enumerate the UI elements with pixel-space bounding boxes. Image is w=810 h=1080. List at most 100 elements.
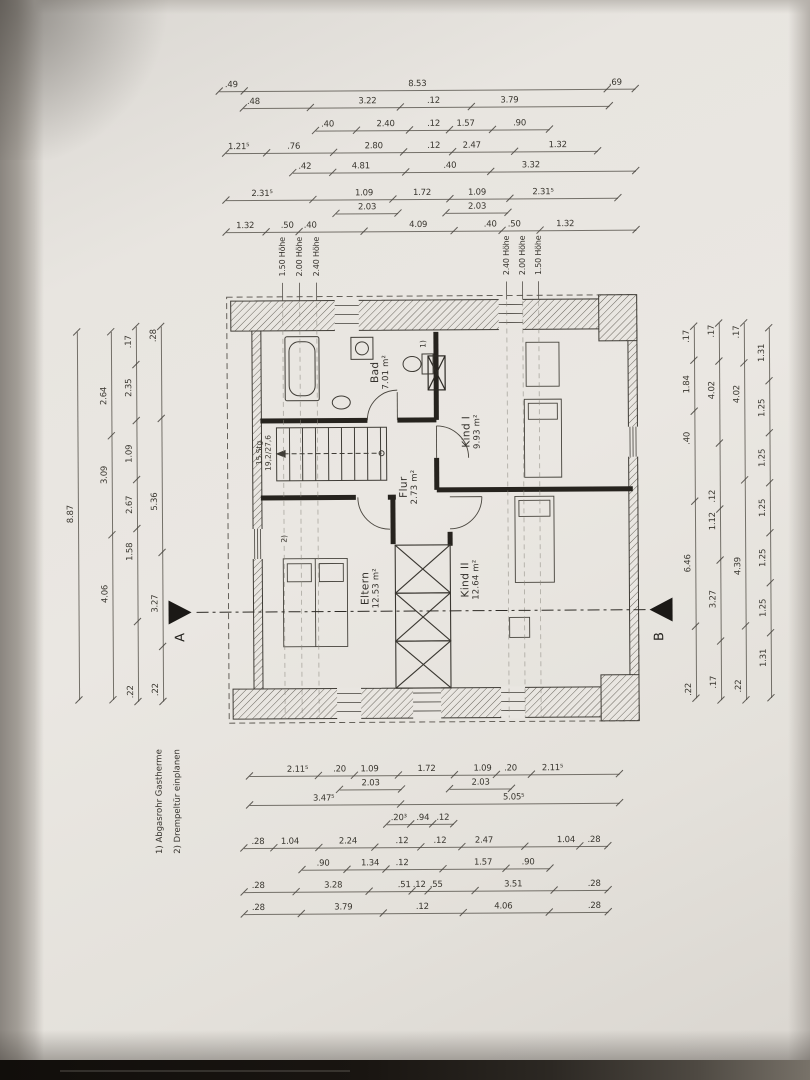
dimension-label: 1.25 bbox=[757, 398, 768, 418]
dimension-label: 2.11⁵ bbox=[286, 764, 309, 775]
doors bbox=[357, 389, 483, 530]
dimension-label: .90 bbox=[521, 857, 535, 868]
dimension-label: .90 bbox=[513, 118, 527, 129]
dimension-label: 1.31 bbox=[756, 343, 768, 363]
dimension-label: 1.25 bbox=[758, 548, 769, 568]
dimension-label: .12 bbox=[427, 118, 441, 129]
height-label: 1.50 Höhe bbox=[533, 235, 544, 276]
section-letter-a: A bbox=[173, 632, 189, 642]
dimension-label: .40 bbox=[443, 160, 457, 171]
footnote-1: 1) Abgasrohr Gastherme bbox=[154, 749, 166, 855]
dimension-label: .22 bbox=[733, 679, 745, 693]
dimension-label: .55 bbox=[429, 879, 443, 890]
dimension-label: .17 bbox=[681, 329, 692, 343]
dimension-label: 1.31 bbox=[758, 648, 769, 668]
height-label: 2.40 Höhe bbox=[311, 236, 322, 277]
dimension-label: .76 bbox=[287, 141, 301, 152]
dimension-label: 5.36 bbox=[149, 492, 160, 511]
footnote-ref-2: 2) bbox=[279, 534, 289, 543]
dimension-label: 4.02 bbox=[707, 381, 718, 400]
dimension-label: 1.72 bbox=[412, 187, 432, 199]
room-area: 2.73 m² bbox=[409, 469, 420, 505]
bed-kind2 bbox=[509, 495, 555, 638]
footnote-ref-1: 1) bbox=[418, 340, 428, 348]
toilet bbox=[402, 353, 434, 375]
dimension-label: 4.09 bbox=[409, 219, 428, 231]
bed-kind1 bbox=[523, 341, 563, 478]
height-label: 2.00 Höhe bbox=[517, 235, 528, 276]
bed-eltern bbox=[282, 557, 349, 648]
room-label-bad: Bad 7.01 m² bbox=[369, 355, 391, 390]
dimension-label: .28 bbox=[587, 900, 601, 911]
washing-machine bbox=[350, 336, 374, 360]
dimension-label: 2.03 bbox=[357, 202, 377, 213]
windows bbox=[251, 298, 640, 720]
dimension-label: 1.72 bbox=[417, 763, 436, 775]
dimension-label: .12 bbox=[415, 901, 429, 913]
dimension-label: 4.06 bbox=[494, 901, 513, 912]
height-label: 1.50 Höhe bbox=[277, 237, 288, 277]
dimension-label: 3.32 bbox=[521, 160, 540, 171]
dimension-label: 1.34 bbox=[360, 858, 380, 869]
dimension-label: 3.27 bbox=[150, 594, 161, 613]
dimension-label: 2.03 bbox=[467, 201, 487, 212]
dimension-label: .28 bbox=[148, 329, 159, 343]
dimension-label: .28 bbox=[587, 834, 601, 845]
dimension-label: 2.31⁵ bbox=[532, 187, 554, 198]
dimension-label: 1.12 bbox=[707, 512, 719, 531]
dimension-label: .20 bbox=[333, 764, 347, 775]
section-letter-b: B bbox=[652, 632, 668, 642]
dimension-label: .17 bbox=[731, 325, 742, 339]
dimension-label: 1.25 bbox=[757, 448, 768, 468]
stairs bbox=[275, 426, 388, 482]
dimension-label: .12 bbox=[426, 95, 440, 106]
dimension-label: .51 bbox=[397, 880, 411, 891]
dimension-label: 3.79 bbox=[334, 902, 353, 913]
dimension-label: 2.31⁵ bbox=[251, 188, 273, 200]
dimension-label: 1.84 bbox=[682, 375, 693, 394]
dimension-label: 3.09 bbox=[99, 465, 110, 485]
interior-walls bbox=[260, 331, 633, 546]
dimension-label: 3.22 bbox=[358, 96, 377, 107]
dimension-label: 2.47 bbox=[462, 140, 481, 151]
stairs-label: 15 Stg 19,2/27,6 bbox=[254, 434, 273, 471]
room-name: Kind I bbox=[460, 415, 473, 448]
dimension-label: .12 bbox=[707, 489, 718, 503]
dimension-label: .90 bbox=[316, 858, 330, 869]
room-name: Eltern bbox=[359, 571, 372, 606]
dimension-label: .28 bbox=[251, 902, 265, 914]
dimension-label: .40 bbox=[682, 431, 693, 445]
dimension-label: .94 bbox=[416, 812, 430, 824]
dimension-label: .22 bbox=[684, 682, 695, 696]
dimension-label: .12 bbox=[427, 140, 441, 151]
dimension-label: 1.32 bbox=[556, 219, 575, 230]
dimension-label: 1.09 bbox=[360, 764, 379, 775]
dimension-label: 2.11⁵ bbox=[541, 763, 564, 774]
stairs-count: 15 Stg bbox=[254, 440, 264, 466]
height-label: 2.00 Höhe bbox=[294, 236, 305, 277]
dimension-label: 2.80 bbox=[364, 141, 383, 152]
dimension-label: .50 bbox=[507, 219, 521, 230]
dimension-label: 2.03 bbox=[361, 778, 380, 789]
dimension-label: 3.47⁵ bbox=[312, 793, 335, 804]
washbasin bbox=[331, 395, 351, 410]
dimension-label: 4.81 bbox=[351, 161, 370, 172]
dimension-label: 1.09 bbox=[124, 444, 135, 463]
dimension-label: 4.06 bbox=[100, 584, 111, 604]
dimension-label: .17 bbox=[123, 335, 134, 349]
dimension-label: 1.57 bbox=[456, 118, 475, 129]
dimension-label: 2.67 bbox=[124, 495, 135, 514]
dimension-label: 2.40 bbox=[376, 119, 395, 130]
height-label: 2.40 Höhe bbox=[501, 235, 512, 276]
dimension-label: .22 bbox=[126, 685, 137, 699]
dimension-label: .42 bbox=[298, 161, 312, 172]
dimension-label: 2.47 bbox=[474, 835, 494, 846]
dimension-label: 3.79 bbox=[500, 95, 519, 106]
room-name: Kind II bbox=[459, 561, 472, 598]
room-label-flur: Flur 2.73 m² bbox=[398, 470, 420, 505]
dimension-label: 1.25 bbox=[757, 498, 768, 518]
stairs-dimensions: 19,2/27,6 bbox=[263, 434, 273, 471]
dimension-label: 6.46 bbox=[683, 554, 694, 573]
footnote-2: 2) Drempeltür einplanen bbox=[172, 749, 184, 854]
